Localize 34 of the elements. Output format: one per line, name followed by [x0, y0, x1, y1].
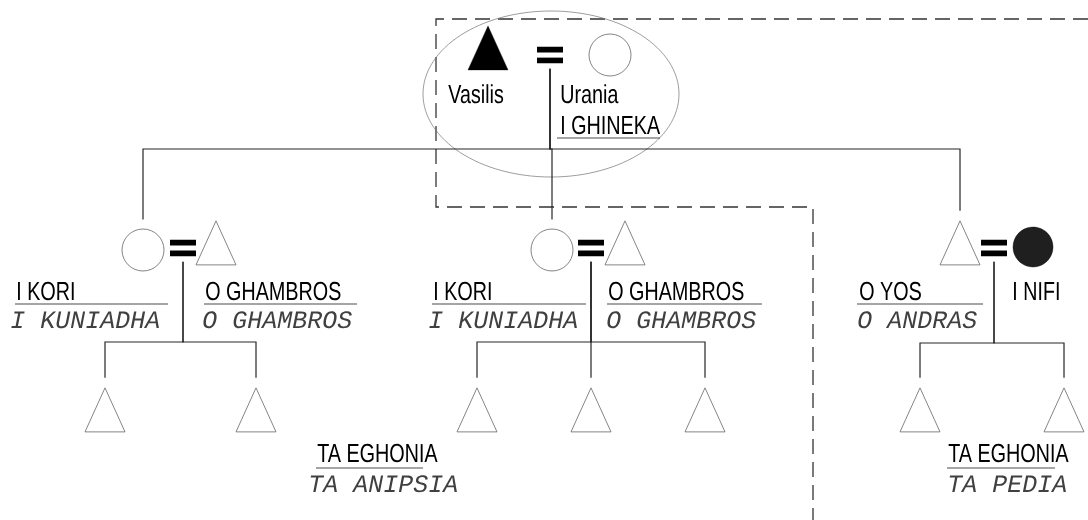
translation-label: I KUNIADHA	[11, 311, 159, 329]
descent-line	[993, 261, 1065, 379]
group-translation-label: TA PEDIA	[949, 475, 1066, 492]
term-label: I NIFI	[1014, 282, 1059, 300]
ellipse-outline	[422, 10, 680, 178]
translation-label: O ANDRAS	[858, 311, 977, 329]
term-label: Urania	[561, 84, 619, 104]
term-label: Vasilis	[448, 84, 504, 104]
translation-label: I KUNIADHA	[429, 311, 577, 329]
translation-label: O GHAMBROS	[607, 311, 756, 329]
descent-line	[590, 261, 706, 379]
triangle-symbol	[684, 387, 726, 433]
triangle-symbol	[84, 387, 126, 433]
marriage-sign	[981, 239, 1007, 257]
triangle-symbol	[899, 387, 941, 433]
group-term-label: TA EGHONIA	[948, 443, 1069, 463]
term-label: I KORI	[435, 281, 491, 301]
translation-label: O GHAMBROS	[203, 311, 352, 329]
group-translation-label: TA ANIPSIA	[310, 475, 457, 493]
term-label: I GHINEKA	[562, 115, 661, 135]
triangle-symbol	[235, 387, 277, 433]
descent-line	[182, 261, 257, 379]
descent-line	[549, 68, 961, 212]
term-label: I KORI	[18, 281, 74, 301]
marriage-sign	[170, 239, 196, 257]
term-label: O GHAMBROS	[206, 281, 341, 301]
triangle-symbol	[570, 387, 612, 433]
triangle-symbol	[456, 387, 498, 433]
term-label: O YOS	[860, 281, 921, 301]
marriage-sign	[578, 239, 604, 257]
term-label: O GHAMBROS	[609, 281, 744, 301]
group-term-label: TA EGHONIA	[317, 443, 438, 463]
triangle-symbol	[1043, 387, 1085, 433]
marriage-sign	[537, 46, 563, 64]
